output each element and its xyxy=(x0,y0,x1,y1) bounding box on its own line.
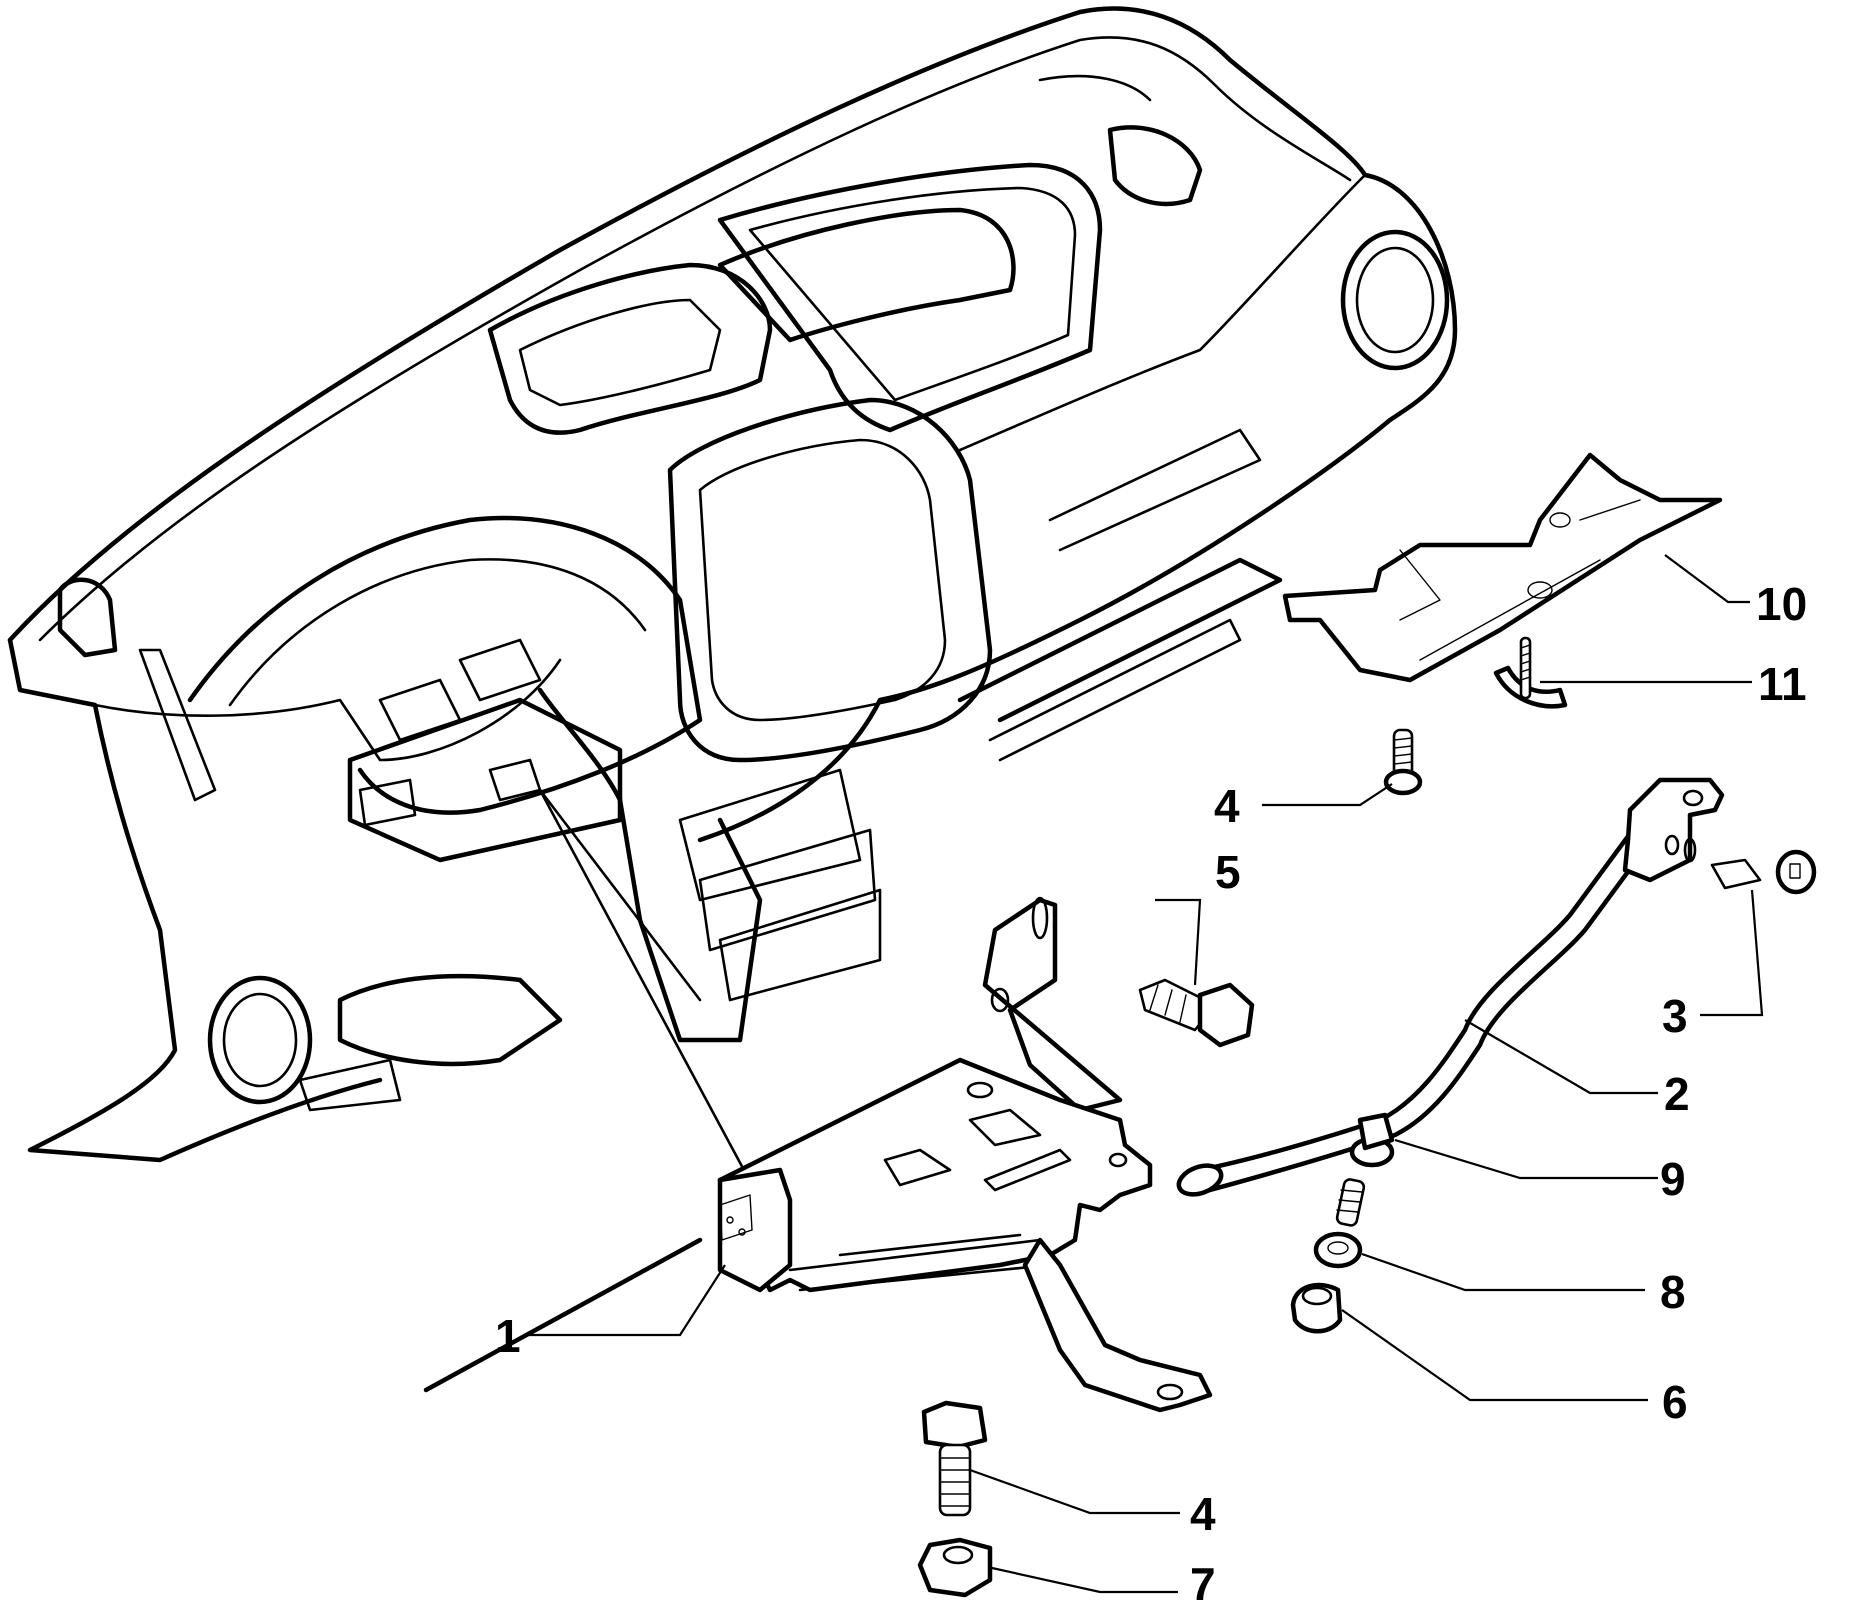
callout-3: 3 xyxy=(1662,990,1688,1042)
part-6-flange-nut xyxy=(1290,1282,1343,1334)
callout-6: 6 xyxy=(1662,1376,1688,1428)
leader-4b xyxy=(969,1468,1180,1515)
part-2-support-rod xyxy=(1176,777,1725,1197)
callout-4b: 4 xyxy=(1190,1488,1216,1540)
part-10-trim-panel xyxy=(1282,452,1723,683)
part-3-socket-bolt xyxy=(1710,849,1817,895)
callout-labels: 1 2 3 4 4 5 6 7 8 9 10 11 xyxy=(495,578,1807,1600)
callout-9: 9 xyxy=(1660,1153,1686,1205)
part-9-flange-bolt xyxy=(1335,1112,1395,1227)
leader-8 xyxy=(1361,1252,1645,1292)
callout-7: 7 xyxy=(1190,1558,1216,1600)
leader-10 xyxy=(1664,554,1750,604)
callout-5: 5 xyxy=(1215,846,1241,898)
part-5-hex-bolt xyxy=(1138,978,1255,1048)
callout-4a: 4 xyxy=(1214,780,1240,832)
part-7-hex-nut xyxy=(917,1537,993,1598)
callout-10: 10 xyxy=(1756,578,1807,630)
leader-6 xyxy=(1341,1309,1648,1402)
leader-2 xyxy=(1464,1019,1658,1095)
leader-3 xyxy=(1700,889,1764,1017)
callout-1: 1 xyxy=(495,1310,521,1362)
leader-lines xyxy=(525,554,1764,1594)
dashboard-assembly xyxy=(7,6,1458,1393)
leader-1 xyxy=(525,1264,726,1337)
leader-7 xyxy=(991,1566,1178,1594)
leader-9 xyxy=(1394,1138,1658,1180)
callout-2: 2 xyxy=(1664,1068,1690,1120)
leader-4a xyxy=(1262,783,1393,807)
callout-11: 11 xyxy=(1758,658,1807,710)
leader-5 xyxy=(1155,898,1202,986)
part-4-upper-screw xyxy=(1383,728,1423,796)
callout-8: 8 xyxy=(1660,1266,1686,1318)
part-8-washer xyxy=(1313,1231,1363,1269)
part-4-lower-hex-bolt xyxy=(921,1400,988,1517)
part-11-screw-clip xyxy=(1493,636,1568,709)
part-1-bracket xyxy=(717,896,1213,1413)
